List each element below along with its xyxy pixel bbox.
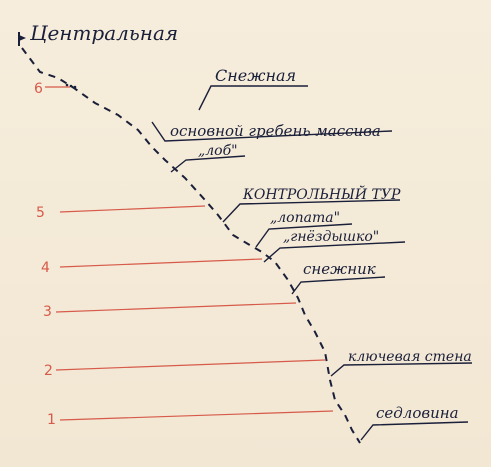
leader-gnezdyshko <box>263 241 406 263</box>
leader-snezhnaya <box>198 85 308 111</box>
route-start-dots <box>65 83 77 89</box>
leader-lob <box>170 155 246 173</box>
pitch-number-6: 6 <box>34 81 43 97</box>
leader-control-cairn <box>222 199 401 223</box>
pitch-line-1 <box>59 410 334 421</box>
summit-flag-icon <box>18 32 26 46</box>
leader-key-wall <box>330 362 473 377</box>
leader-snezhnik <box>291 276 386 295</box>
label-snezhnaya: Снежная <box>215 66 296 85</box>
pitch-line-4 <box>59 258 263 268</box>
pitch-line-3 <box>55 302 297 313</box>
label-snezhnik: снежник <box>303 260 376 278</box>
label-key-wall: ключевая стена <box>348 349 472 365</box>
pitch-number-2: 2 <box>44 363 53 379</box>
label-lopata: „лопата" <box>270 210 340 226</box>
leader-main-ridge <box>151 121 393 142</box>
pitch-number-1: 1 <box>47 412 56 428</box>
label-control-cairn: КОНТРОЛЬНЫЙ ТУР <box>242 184 401 203</box>
pitch-number-4: 4 <box>41 260 50 276</box>
leader-lopata <box>255 223 353 248</box>
leader-saddle <box>360 421 469 441</box>
label-saddle: седловина <box>376 404 459 422</box>
label-lob: „лоб" <box>198 143 238 159</box>
pitch-line-2 <box>55 359 326 371</box>
peak-label: Центральная <box>29 21 178 45</box>
label-main-ridge: основной гребень массива <box>170 122 381 140</box>
label-gnezdyshko: „гнёздышко" <box>283 229 379 245</box>
pitch-number-3: 3 <box>43 304 52 320</box>
route-line <box>21 47 361 444</box>
pitch-line-5 <box>59 205 206 213</box>
pitch-number-5: 5 <box>36 205 45 221</box>
